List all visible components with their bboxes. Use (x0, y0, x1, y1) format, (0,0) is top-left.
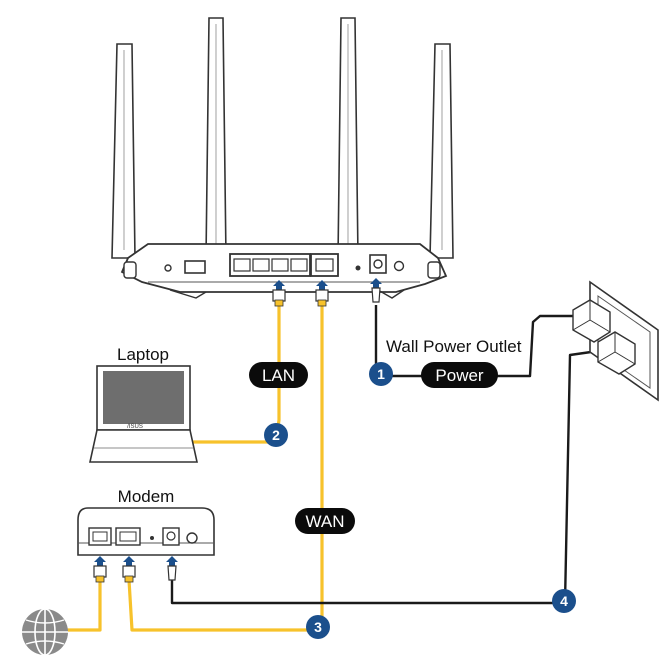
modem-power-plug (597, 331, 636, 375)
modem-power-cable (170, 348, 606, 605)
wan-label-pill: WAN (295, 508, 355, 534)
router-power-connector (370, 278, 382, 303)
step-badge-2: 2 (264, 423, 288, 447)
step-badge-4: 4 (552, 589, 576, 613)
router-antenna-1 (111, 43, 136, 259)
wan-connector (315, 280, 329, 307)
modem-label: Modem (118, 487, 175, 506)
step-badge-1: 1 (369, 362, 393, 386)
svg-text:4: 4 (560, 593, 568, 609)
internet-cable (55, 580, 102, 632)
wall-power-outlet-label: Wall Power Outlet (386, 337, 522, 356)
power-label-pill: Power (421, 362, 498, 388)
router-antenna-3 (337, 17, 359, 259)
modem-power-connector (166, 556, 178, 581)
svg-text:2: 2 (272, 427, 280, 443)
svg-text:Power: Power (435, 366, 484, 385)
step-badge-3: 3 (306, 615, 330, 639)
router-usb-port (184, 260, 206, 274)
globe-icon (22, 608, 68, 655)
laptop-label: Laptop (117, 345, 169, 364)
svg-text:LAN: LAN (262, 366, 295, 385)
lan-connector (272, 280, 286, 307)
router-power-plug (572, 299, 611, 343)
modem-internet-connector (93, 556, 107, 583)
router-icon (111, 17, 454, 299)
router-antenna-4 (429, 43, 454, 259)
laptop-icon: /ISUS (89, 365, 198, 463)
wan-cable (127, 300, 324, 632)
svg-text:WAN: WAN (305, 512, 344, 531)
svg-text:1: 1 (377, 366, 385, 382)
wall-outlet-icon (572, 280, 659, 402)
svg-text:3: 3 (314, 619, 322, 635)
laptop-screen (103, 371, 184, 424)
lan-label-pill: LAN (249, 362, 308, 388)
modem-wan-connector (122, 556, 136, 583)
router-power-port (369, 254, 387, 274)
laptop-brand-logo: /ISUS (127, 424, 143, 430)
modem-icon (77, 507, 215, 556)
router-antenna-2 (205, 17, 227, 259)
